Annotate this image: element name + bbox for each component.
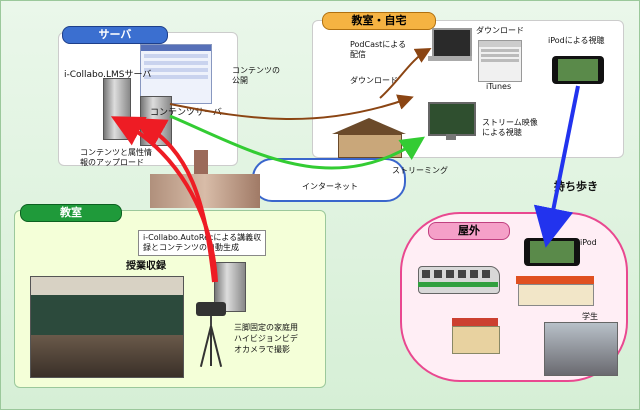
train-icon [418, 266, 500, 298]
itunes-window [478, 40, 522, 82]
download-arrow [169, 94, 414, 120]
shop-icon [516, 276, 594, 306]
lms-server-label: i-Collabo.LMSサーバ [64, 70, 152, 80]
internet-cloud [252, 158, 406, 202]
internet-label: インターネット [302, 182, 358, 191]
lecture-label: 授業収録 [126, 261, 166, 272]
home-title: 教室・自宅 [322, 12, 436, 30]
podcast-label: PodCastによる 配信 [350, 40, 407, 59]
streaming-label: ストリーミング [392, 166, 448, 175]
outside-title: 屋外 [428, 222, 510, 240]
laptop-icon [428, 28, 472, 62]
upload-arrow-2 [110, 116, 218, 283]
camera-label: 三脚固定の家庭用 ハイビジョンビデ オカメラで撮影 [234, 323, 298, 354]
classroom-title: 教室 [20, 204, 122, 222]
ipod-home-icon [552, 56, 604, 84]
publish-label: コンテンツの 公開 [232, 66, 280, 85]
podcast-arrow [379, 48, 432, 99]
stream-view-label: ストリーム映像 による視聴 [482, 118, 538, 137]
download-label-2: ダウンロード [350, 76, 398, 85]
ipod-label: iPod [580, 238, 597, 247]
tripod-icon [194, 325, 230, 368]
ipod-view-label: iPodによる視聴 [548, 36, 605, 45]
carry-arrow [533, 85, 580, 248]
streaming-arrow [169, 114, 425, 170]
desktop-monitor-icon [428, 102, 476, 142]
students-photo [544, 322, 618, 376]
itunes-label: iTunes [486, 82, 512, 91]
student-label: 学生 [582, 312, 598, 321]
autorec-label: i-Collabo.AutoRecによる講義収 録とコンテンツの自動生成 [138, 230, 267, 256]
carry-label: 持ち歩き [554, 180, 598, 193]
university-building [150, 150, 260, 208]
house-icon [332, 118, 406, 158]
download-label-1: ダウンロード [476, 26, 524, 35]
content-server-label: コンテンツサーバ [150, 108, 222, 118]
server-title: サーバ [62, 26, 168, 44]
camera-icon [196, 302, 228, 326]
upload-arrow-1 [133, 118, 216, 283]
lms-screenshot [140, 44, 212, 104]
upload-label: コンテンツと属性情 報のアップロード [80, 148, 152, 167]
convenience-store-icon [452, 318, 500, 354]
classroom-photo [30, 276, 184, 378]
